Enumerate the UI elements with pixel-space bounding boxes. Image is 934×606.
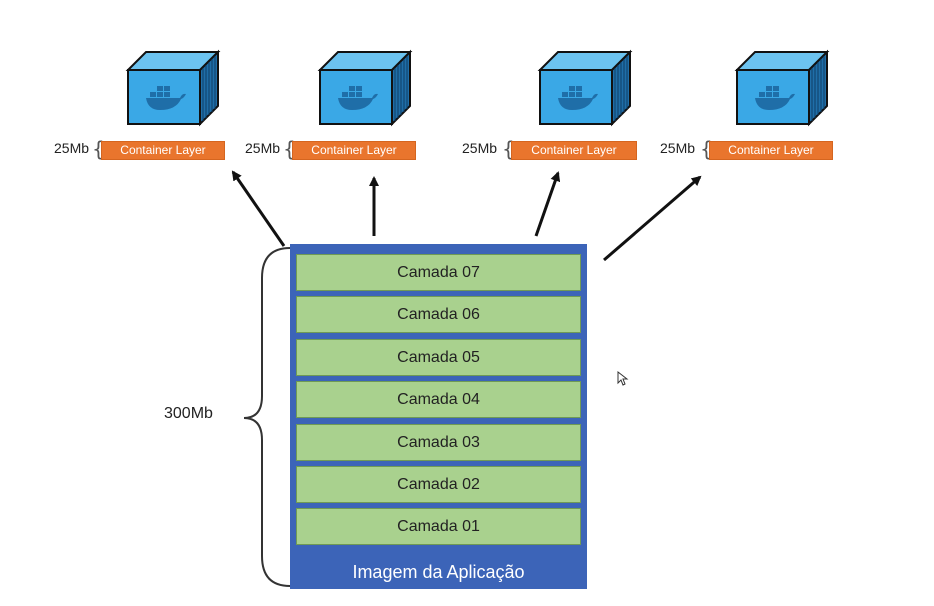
image-title: Imagem da Aplicação bbox=[352, 562, 525, 582]
arrow-to-container-3 bbox=[534, 171, 561, 237]
docker-whale-icon bbox=[558, 86, 598, 110]
image-size-label: 300Mb bbox=[164, 405, 213, 422]
container-3-layer: Container Layer bbox=[511, 141, 637, 160]
container-3-size: 25Mb bbox=[462, 140, 498, 156]
layer-06: Camada 06 bbox=[296, 296, 581, 333]
container-2-size: 25Mb bbox=[245, 140, 281, 156]
application-image: Camada 07 Camada 06 Camada 05 Camada 04 … bbox=[290, 244, 587, 589]
layer-02: Camada 02 bbox=[296, 466, 581, 503]
arrow-to-container-1 bbox=[231, 170, 286, 247]
docker-container-cube-icon bbox=[537, 49, 633, 127]
docker-container-cube-icon bbox=[317, 49, 413, 127]
docker-container-cube-icon bbox=[734, 49, 830, 127]
container-4-layer: Container Layer bbox=[709, 141, 833, 160]
container-2-layer: Container Layer bbox=[292, 141, 416, 160]
mouse-cursor-icon bbox=[617, 370, 629, 386]
container-1-layer: Container Layer bbox=[101, 141, 225, 160]
docker-container-cube-icon bbox=[125, 49, 221, 127]
layer-04: Camada 04 bbox=[296, 381, 581, 418]
layer-03: Camada 03 bbox=[296, 424, 581, 461]
layer-01: Camada 01 bbox=[296, 508, 581, 545]
layer-05: Camada 05 bbox=[296, 339, 581, 376]
layer-07: Camada 07 bbox=[296, 254, 581, 291]
container-1-size: 25Mb bbox=[54, 140, 90, 156]
arrow-to-container-4 bbox=[603, 175, 702, 262]
container-4-size: 25Mb bbox=[660, 140, 696, 156]
docker-whale-icon bbox=[146, 86, 186, 110]
docker-whale-icon bbox=[755, 86, 795, 110]
docker-whale-icon bbox=[338, 86, 378, 110]
size-brace bbox=[243, 247, 291, 587]
